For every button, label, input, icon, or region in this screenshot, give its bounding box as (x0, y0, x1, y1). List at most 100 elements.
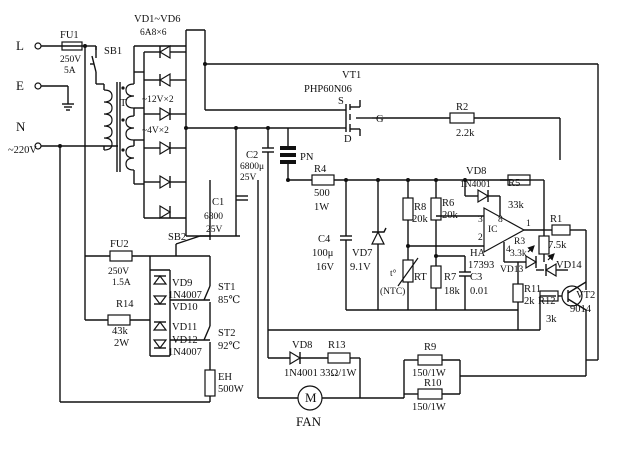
diode-vd12 (152, 339, 168, 349)
label-e: E (16, 78, 24, 93)
label-ac: ~220V (8, 145, 37, 156)
diode-vd9 (152, 275, 168, 285)
label-r10-val: 150/1W (412, 402, 446, 413)
resistor-r6 (430, 180, 442, 258)
diode-vd8-upper (464, 180, 500, 204)
label-r4-w: 1W (314, 202, 329, 213)
label-sb1: SB1 (104, 46, 122, 57)
diode-vd3 (144, 106, 186, 122)
label-eh: EH (218, 372, 232, 383)
label-r11: R11 (524, 284, 541, 295)
rectifier-vd1-vd6 (133, 44, 187, 220)
mains-input (34, 41, 210, 403)
label-ic-pin3: 3 (478, 215, 483, 225)
label-s: S (338, 96, 344, 107)
terminal-e (34, 82, 42, 90)
fan-branch (257, 330, 598, 411)
capacitor-c4 (340, 180, 352, 310)
thermostat-st2 (203, 325, 211, 341)
label-fan: FAN (296, 414, 322, 429)
label-c4: C4 (318, 234, 331, 245)
label-fu1-rating: 250V (60, 55, 81, 65)
label-vd12-part: 1N4007 (168, 347, 202, 358)
label-r3-val: 3.3k (510, 249, 527, 259)
zener-vd7 (371, 180, 387, 310)
resistor-r10 (417, 388, 443, 400)
label-n: N (16, 119, 26, 134)
label-r3: R3 (514, 237, 525, 247)
label-r4-val: 500 (314, 188, 330, 199)
resistor-r12 (539, 290, 562, 330)
label-eh-w: 500W (218, 384, 244, 395)
diode-vd4 (144, 140, 186, 156)
label-r6: R6 (442, 198, 454, 209)
transformer-t (96, 72, 135, 184)
resistor-r3 (538, 222, 550, 262)
resistor-r14 (107, 314, 131, 326)
label-rt: RT (414, 272, 427, 283)
label-r9-val: 150/1W (412, 368, 446, 379)
label-c2-val: 6800μ (240, 162, 264, 172)
label-vd7: VD7 (352, 248, 372, 259)
label-r1-val: 7.5k (548, 240, 567, 251)
label-c1-val: 6800 (204, 212, 223, 222)
label-vd9-part: 1N4007 (168, 290, 202, 301)
label-ic: IC (488, 225, 498, 235)
label-r12: R12 (538, 296, 556, 307)
labels: L E N ~220V FU1 250V 5A SB1 T VD1~VD6 6A… (8, 14, 595, 429)
label-c2: C2 (246, 150, 258, 161)
resistor-r4 (288, 174, 530, 186)
ground-return (257, 176, 540, 386)
label-g: G (376, 114, 384, 125)
diode-vd6 (159, 204, 172, 220)
label-r7: R7 (444, 272, 456, 283)
dc-bus (184, 29, 599, 360)
label-r14-val: 43k (112, 326, 129, 337)
label-vt1: VT1 (342, 70, 361, 81)
label-ha: HA (470, 248, 486, 259)
thermistor-rt (397, 246, 419, 310)
label-r8: R8 (414, 202, 426, 213)
label-ic-pin2: 2 (478, 233, 483, 243)
label-4v: ~4V×2 (142, 126, 169, 136)
label-r4: R4 (314, 164, 327, 175)
diode-vd2 (144, 72, 186, 88)
label-vd8-lower: VD8 (292, 340, 312, 351)
diode-vd5 (144, 174, 186, 190)
label-r2-val: 2.2k (456, 128, 475, 139)
label-vd8-upper: VD8 (466, 166, 486, 177)
label-ic-pin8: 8 (498, 215, 503, 225)
capacitor-c1 (185, 180, 248, 237)
resistor-r9 (417, 354, 443, 366)
resistor-r8 (402, 180, 414, 248)
heater-branch (85, 235, 216, 402)
switch-sb1 (90, 46, 97, 84)
resistor-r1 (544, 224, 587, 290)
label-vd14: VD14 (556, 260, 582, 271)
label-fu1: FU1 (60, 30, 79, 41)
resistor-r2 (449, 112, 561, 160)
heater-eh (204, 369, 216, 397)
label-vd8-upper-part: 1N4001 (460, 180, 491, 190)
label-st2-t: 92℃ (218, 341, 241, 352)
resistor-r11 (512, 262, 524, 310)
label-vd1-vd6-rating: 6A8×6 (140, 28, 167, 38)
label-fu2: FU2 (110, 239, 129, 250)
label-vd11: VD11 (172, 322, 197, 333)
label-st1-t: 85℃ (218, 295, 241, 306)
resistor-r7 (430, 256, 442, 310)
label-st1: ST1 (218, 282, 236, 293)
label-ha-part: 17393 (468, 260, 494, 271)
label-c4-v: 16V (316, 262, 335, 273)
label-vt2-part: 9014 (570, 304, 592, 315)
label-t: T (120, 98, 127, 109)
label-r7-val: 18k (444, 286, 461, 297)
label-c3-val: 0.01 (470, 286, 488, 297)
resistor-r5 (500, 174, 545, 222)
label-pn: PN (300, 152, 314, 163)
label-vd8-lower-part: 1N4001 (284, 368, 318, 379)
label-r14: R14 (116, 299, 134, 310)
led-vd14 (536, 253, 568, 278)
